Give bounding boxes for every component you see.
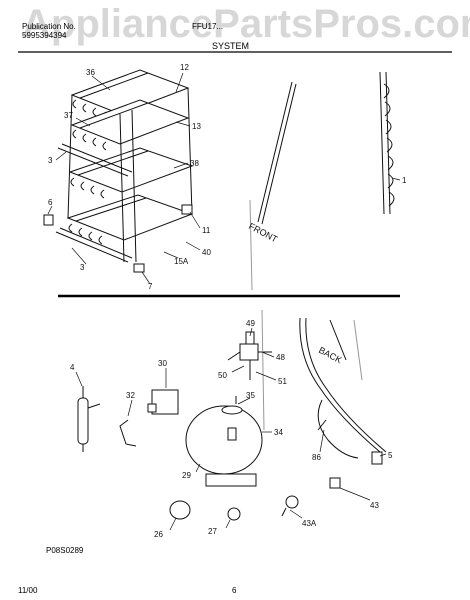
publication-label: Publication No.	[22, 22, 76, 31]
callout-26: 26	[154, 530, 163, 539]
bracket-7	[133, 263, 145, 273]
callout-7: 7	[148, 282, 153, 291]
callout-86: 86	[312, 453, 321, 462]
callout-40: 40	[202, 248, 211, 257]
tubing-a	[299, 317, 381, 453]
callout-30: 30	[158, 359, 167, 368]
part-27	[227, 507, 241, 521]
callout-34: 34	[274, 428, 283, 437]
callout-27: 27	[208, 527, 217, 536]
compressor	[185, 405, 263, 475]
valve-body	[239, 343, 259, 361]
footer-date: 11/00	[18, 586, 38, 595]
back-label: BACK	[317, 345, 343, 365]
model-number: FFU17...	[192, 22, 224, 31]
callout-4: 4	[70, 363, 75, 372]
page-number: 6	[232, 586, 237, 595]
section-title: SYSTEM	[212, 41, 250, 51]
callout-15a: 15A	[174, 257, 189, 266]
front-label: FRONT	[247, 221, 280, 245]
shelf-4	[66, 194, 194, 245]
callout-3a: 3	[48, 156, 53, 165]
side-rack	[379, 71, 395, 215]
callout-43: 43	[370, 501, 379, 510]
filter-drier	[77, 397, 89, 445]
callout-49: 49	[246, 319, 255, 328]
bracket-11	[181, 204, 193, 215]
shelf-assembly	[55, 69, 297, 291]
bracket-6	[43, 214, 54, 226]
grommet	[169, 500, 191, 520]
callout-12: 12	[180, 63, 189, 72]
callout-50: 50	[218, 371, 227, 380]
shelf-2	[70, 99, 190, 151]
callout-36: 36	[86, 68, 95, 77]
lower-leaders	[75, 327, 387, 531]
callout-11: 11	[202, 226, 211, 235]
callout-35: 35	[246, 391, 255, 400]
callout-38: 38	[190, 159, 199, 168]
wire-32	[119, 419, 137, 447]
callout-37: 37	[64, 111, 73, 120]
publication-number: 5995394394	[22, 31, 67, 40]
callout-51: 51	[278, 377, 287, 386]
sealed-system-parts	[77, 309, 387, 521]
shelf-3	[68, 147, 194, 199]
callout-13: 13	[192, 122, 201, 131]
callout-48: 48	[276, 353, 285, 362]
callout-5: 5	[388, 451, 393, 460]
callout-1: 1	[402, 176, 407, 185]
lower-callout-labels: 49 48 50 51 4 30 35 32 34 86 5 29 43 26 …	[70, 319, 393, 539]
clamp-43a	[285, 495, 299, 509]
callout-32: 32	[126, 391, 135, 400]
callout-3b: 3	[80, 263, 85, 272]
figure-code: P08S0289	[46, 546, 84, 555]
callout-43a: 43A	[302, 519, 317, 528]
upper-leaders	[47, 72, 401, 285]
watermark: AppliancePartsPros.com	[22, 2, 470, 46]
callout-29: 29	[182, 471, 191, 480]
upper-callout-labels: 36 12 37 13 3 38 1 6 11 40 15A 3 7	[48, 63, 407, 291]
callout-6: 6	[48, 198, 53, 207]
